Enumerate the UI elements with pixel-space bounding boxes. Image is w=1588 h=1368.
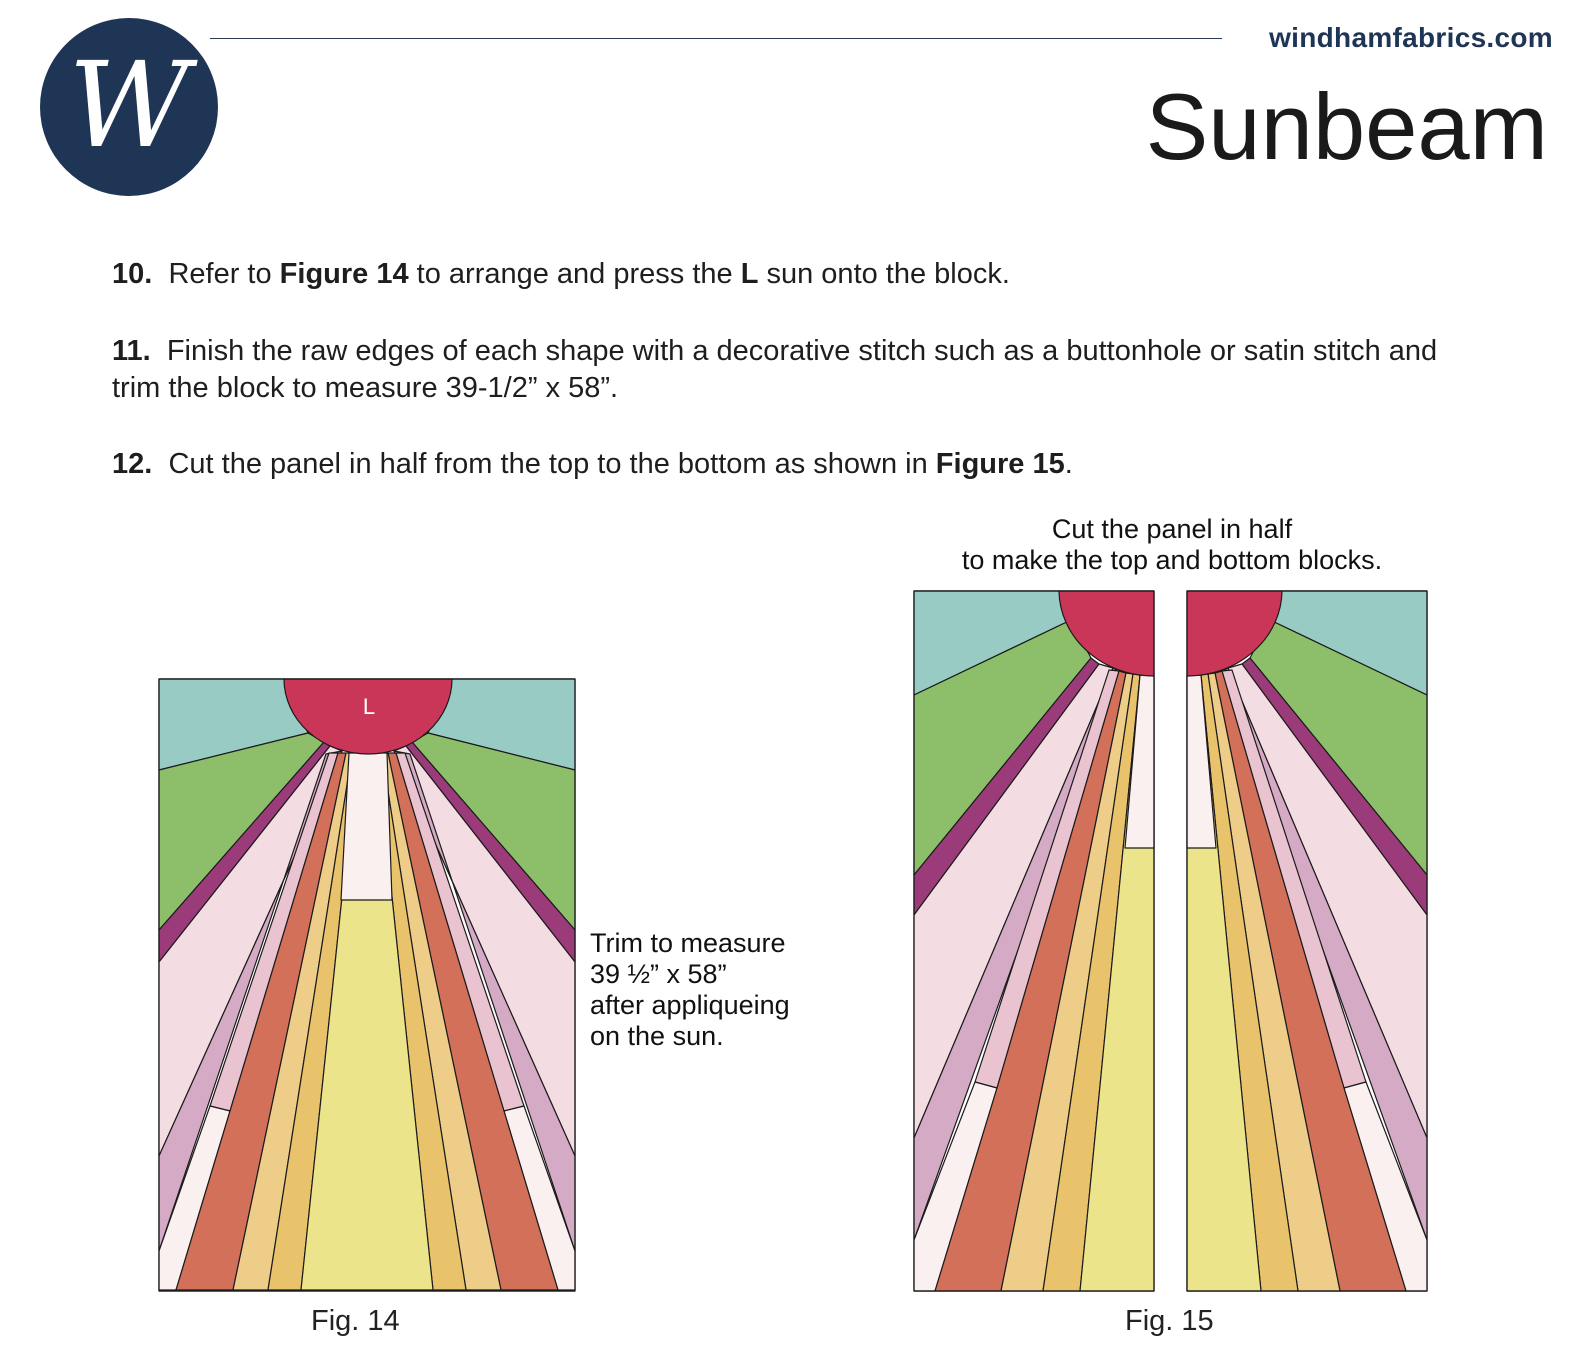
sun-shape [1186, 590, 1283, 677]
figure-15-right-block [1186, 590, 1428, 1292]
figure-ref: Figure 15 [935, 448, 1065, 480]
windham-logo: W [40, 18, 218, 196]
trim-note: Trim to measure 39 ½” x 58” after appliq… [590, 928, 790, 1051]
sun-shape [283, 678, 453, 755]
logo-letter: W [68, 36, 198, 174]
step-number: 10. [112, 258, 153, 290]
white-center-ray [340, 752, 393, 901]
coral-ray [387, 752, 559, 1291]
step-11: 11. Finish the raw edges of each shape w… [112, 335, 1438, 404]
figure-15-left-block [913, 590, 1155, 1292]
step-number: 11. [112, 335, 151, 367]
figure-14-caption: Fig. 14 [311, 1305, 400, 1337]
figure-ref: Figure 14 [279, 258, 409, 290]
website-link[interactable]: windhamfabrics.com [1269, 22, 1553, 53]
step-number: 12. [112, 448, 153, 480]
coral-ray [175, 752, 347, 1291]
cut-note: Cut the panel in half to make the top an… [961, 514, 1383, 575]
page-title: Sunbeam [1145, 74, 1548, 179]
step-10: 10. Refer to Figure 14 to arrange and pr… [112, 258, 1010, 290]
header-rule [210, 38, 1222, 39]
figure-15-caption: Fig. 15 [1125, 1305, 1214, 1337]
step-12: 12. Cut the panel in half from the top t… [112, 448, 1073, 480]
figure-14-diagram: L [158, 678, 576, 1292]
sun-label: L [363, 694, 375, 719]
sun-shape [1058, 590, 1155, 677]
